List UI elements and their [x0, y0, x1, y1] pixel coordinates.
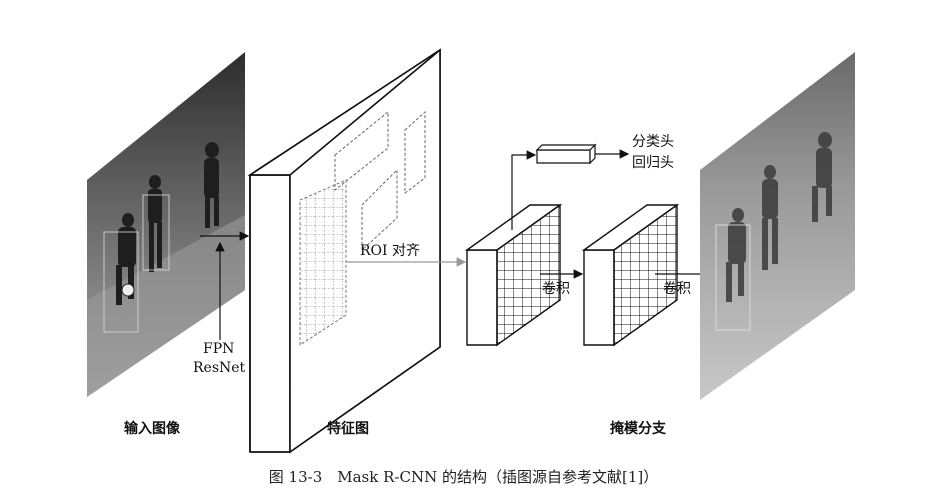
backbone-label-fpn: FPN — [203, 341, 235, 357]
conv-label-1: 卷积 — [542, 281, 570, 297]
conv-label-2: 卷积 — [663, 281, 691, 297]
head-fc-block — [535, 143, 597, 165]
output-image — [700, 52, 855, 400]
input-image-caption: 输入图像 — [124, 421, 180, 437]
feature-map-roi-grid — [299, 179, 347, 346]
roi-feature-block — [464, 203, 563, 347]
input-players-figure — [116, 142, 219, 305]
output-detect-box — [715, 224, 751, 331]
feature-map-roi-regions — [334, 110, 426, 252]
input-image — [87, 52, 245, 397]
input-detect-box-2 — [142, 194, 170, 271]
figure-caption: 图 13-3 Mask R-CNN 的结构（插图源自参考文献[1]） — [268, 468, 659, 486]
output-mask-figures — [726, 132, 832, 302]
head-branch-arrow — [511, 150, 537, 230]
mask-branch-caption: 掩模分支 — [610, 421, 666, 437]
roi-align-label: ROI 对齐 — [360, 243, 420, 259]
backbone-label-resnet: ResNet — [193, 360, 246, 376]
head-output-classification: 分类头 — [632, 134, 674, 150]
input-detect-box-1 — [103, 231, 139, 333]
head-output-regression: 回归头 — [632, 155, 674, 171]
mask-feature-block — [581, 203, 680, 347]
feature-map-caption: 特征图 — [327, 421, 369, 437]
